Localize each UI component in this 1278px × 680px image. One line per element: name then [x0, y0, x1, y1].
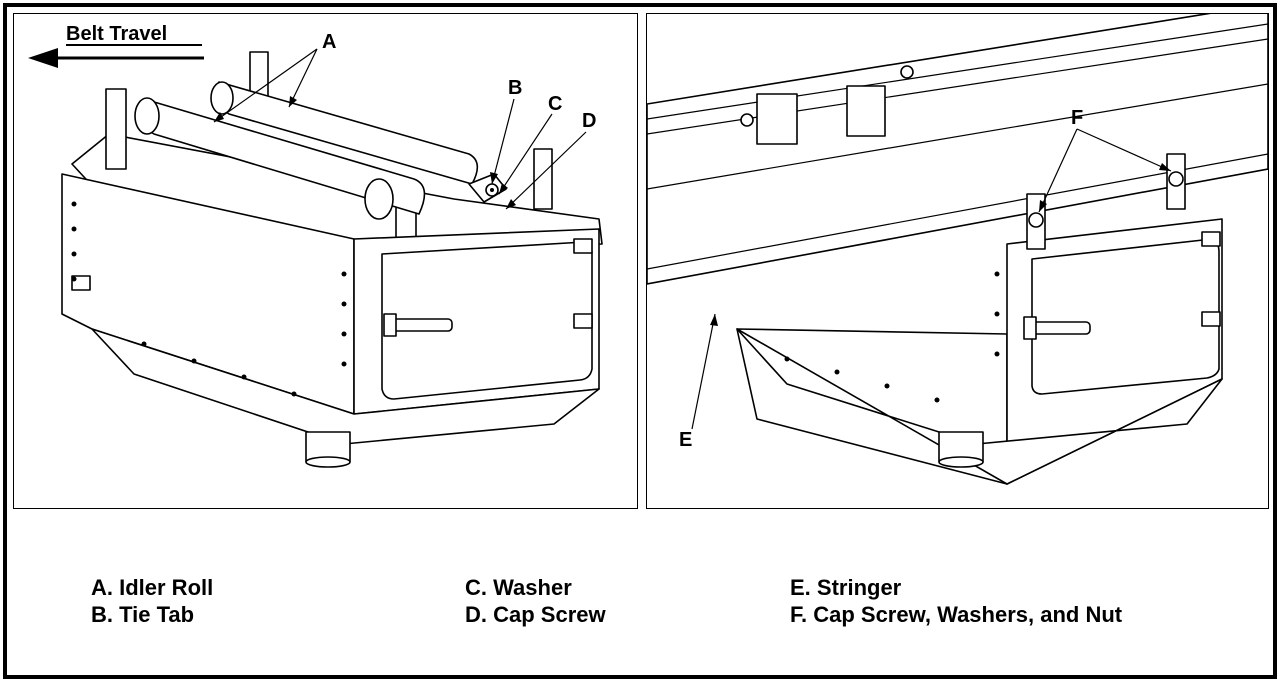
legend-item-b: B. Tie Tab	[91, 602, 195, 627]
callout-e: E	[679, 429, 692, 451]
left-illustration-panel: Belt Travel	[13, 13, 638, 509]
legend-item-a: A. Idler Roll	[91, 575, 214, 600]
stringer-bolt-right	[900, 65, 914, 79]
figure-frame	[3, 3, 1277, 679]
far-mount-bracket	[533, 148, 553, 210]
stringer-plate-left	[756, 93, 798, 145]
tie-tab-assembly	[468, 173, 507, 203]
stringer-beam	[647, 14, 1268, 285]
cap-screw-f1	[1028, 212, 1044, 228]
drain-spout-base	[305, 456, 351, 468]
callout-leader-lines	[213, 48, 587, 210]
right-illustration: E F	[647, 14, 1268, 485]
door-handle-r	[1023, 316, 1091, 340]
right-illustration-panel: E F	[646, 13, 1269, 509]
door-latch-top	[573, 238, 593, 254]
belt-travel-arrow	[28, 48, 204, 68]
cap-screw-f2	[1168, 171, 1184, 187]
callout-c: C	[548, 93, 562, 115]
fastener-dots	[71, 201, 347, 397]
legend-column-2: C. Washer D. Cap Screw	[465, 574, 606, 628]
legend-item-d: D. Cap Screw	[465, 602, 606, 627]
door-handle	[383, 313, 453, 337]
stringer-plate-right	[846, 85, 886, 137]
door-latch-bottom	[573, 313, 593, 329]
callout-leader-lines-r	[691, 128, 1172, 430]
belt-travel-label: Belt Travel	[66, 23, 167, 45]
callout-d: D	[582, 110, 596, 132]
callout-a: A	[322, 31, 336, 53]
access-door-r	[1031, 238, 1220, 395]
side-label-plate	[71, 275, 91, 291]
stringer-bolt-left	[740, 113, 754, 127]
legend-item-e: E. Stringer	[790, 575, 902, 600]
legend-column-3: E. Stringer F. Cap Screw, Washers, and N…	[790, 574, 1122, 628]
callout-f: F	[1071, 107, 1083, 129]
callout-b: B	[508, 77, 522, 99]
legend-item-c: C. Washer	[465, 575, 572, 600]
left-illustration: Belt Travel	[28, 23, 603, 468]
hopper-bottom	[91, 328, 600, 445]
left-mount-bracket	[105, 88, 127, 170]
idler-roll	[134, 81, 479, 220]
legend-item-f: F. Cap Screw, Washers, and Nut	[790, 602, 1123, 627]
door-latch-top-r	[1201, 231, 1221, 247]
fastener-dots-r	[784, 271, 1000, 403]
drain-spout-base-r	[938, 456, 984, 468]
door-latch-bottom-r	[1201, 311, 1221, 327]
legend-column-1: A. Idler Roll B. Tie Tab	[91, 574, 213, 628]
